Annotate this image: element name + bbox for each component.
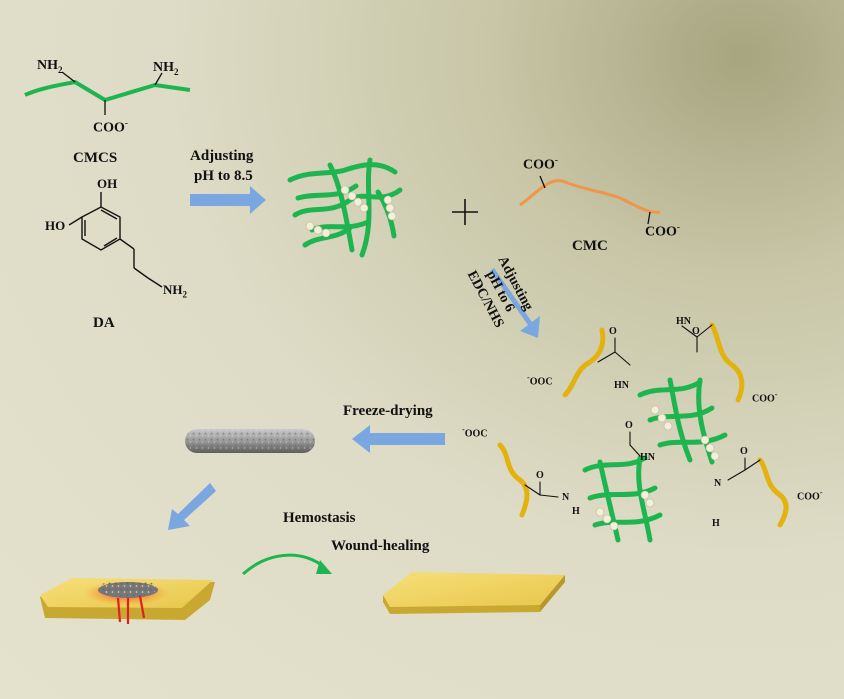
- net-hn-2: HN: [676, 316, 691, 327]
- da-beads-1: [305, 185, 397, 238]
- net-coo-2: COO-: [797, 488, 823, 503]
- arrow-down-left: [168, 483, 216, 530]
- cmcs-coo: COO-: [93, 118, 128, 136]
- cmcs-nh2-right: NH2: [153, 60, 179, 77]
- step1-line2: pH to 8.5: [194, 168, 253, 184]
- dopamine-structure: [68, 192, 163, 288]
- freeze-drying-label: Freeze-drying: [343, 403, 433, 419]
- net-o-5: O: [740, 446, 748, 457]
- da-label: DA: [93, 315, 115, 331]
- step1-line1: Adjusting: [190, 148, 254, 164]
- net-hn-3: HN: [640, 452, 655, 463]
- arrow-freeze: [352, 425, 445, 453]
- cmc-bond-1: [539, 175, 546, 189]
- hemostasis-label: Hemostasis: [283, 510, 356, 526]
- net-h-2: H: [712, 518, 720, 529]
- da-ho: HO: [45, 218, 66, 233]
- net-ooc-2: -OOC: [462, 425, 488, 440]
- cmcs-label: CMCS: [73, 150, 118, 166]
- cmc-coo-right: COO-: [645, 222, 680, 240]
- net-coo-1: COO-: [752, 390, 778, 405]
- cmcs-bond-1: [61, 71, 76, 83]
- arrow-to-complex: [190, 186, 266, 214]
- net-hn-1: HN: [614, 380, 629, 391]
- arrow-to-network: [484, 268, 540, 338]
- cmc-label: CMC: [572, 238, 608, 254]
- net-o-2: O: [692, 326, 700, 337]
- sponge-disc: [185, 429, 315, 453]
- net-n-2: N: [714, 478, 722, 489]
- net-n-1: N: [562, 492, 570, 503]
- healed-pad: [383, 572, 565, 614]
- da-beads-2: [595, 405, 720, 531]
- cmcs-nh2-left: NH2: [37, 58, 63, 75]
- curved-arrow-head: [316, 560, 332, 574]
- cmc-chain: [519, 179, 661, 214]
- net-h-1: H: [572, 506, 580, 517]
- net-ooc-1: -OOC: [527, 373, 553, 388]
- da-nh2: NH2: [163, 282, 187, 300]
- cmc-coo-top: COO-: [523, 155, 558, 173]
- wound-pad: [40, 578, 215, 624]
- crosslink-network: [497, 322, 789, 543]
- cmcs-da-complex: [287, 157, 403, 258]
- cmcs-bond-3: [154, 72, 163, 86]
- wound-healing-label: Wound-healing: [331, 538, 430, 554]
- net-o-1: O: [609, 326, 617, 337]
- da-oh: OH: [97, 176, 118, 191]
- net-o-3: O: [625, 420, 633, 431]
- curved-arrow: [242, 553, 327, 576]
- net-o-4: O: [536, 470, 544, 481]
- cmcs-chain: [24, 80, 191, 102]
- cmc-bond-2: [647, 211, 651, 225]
